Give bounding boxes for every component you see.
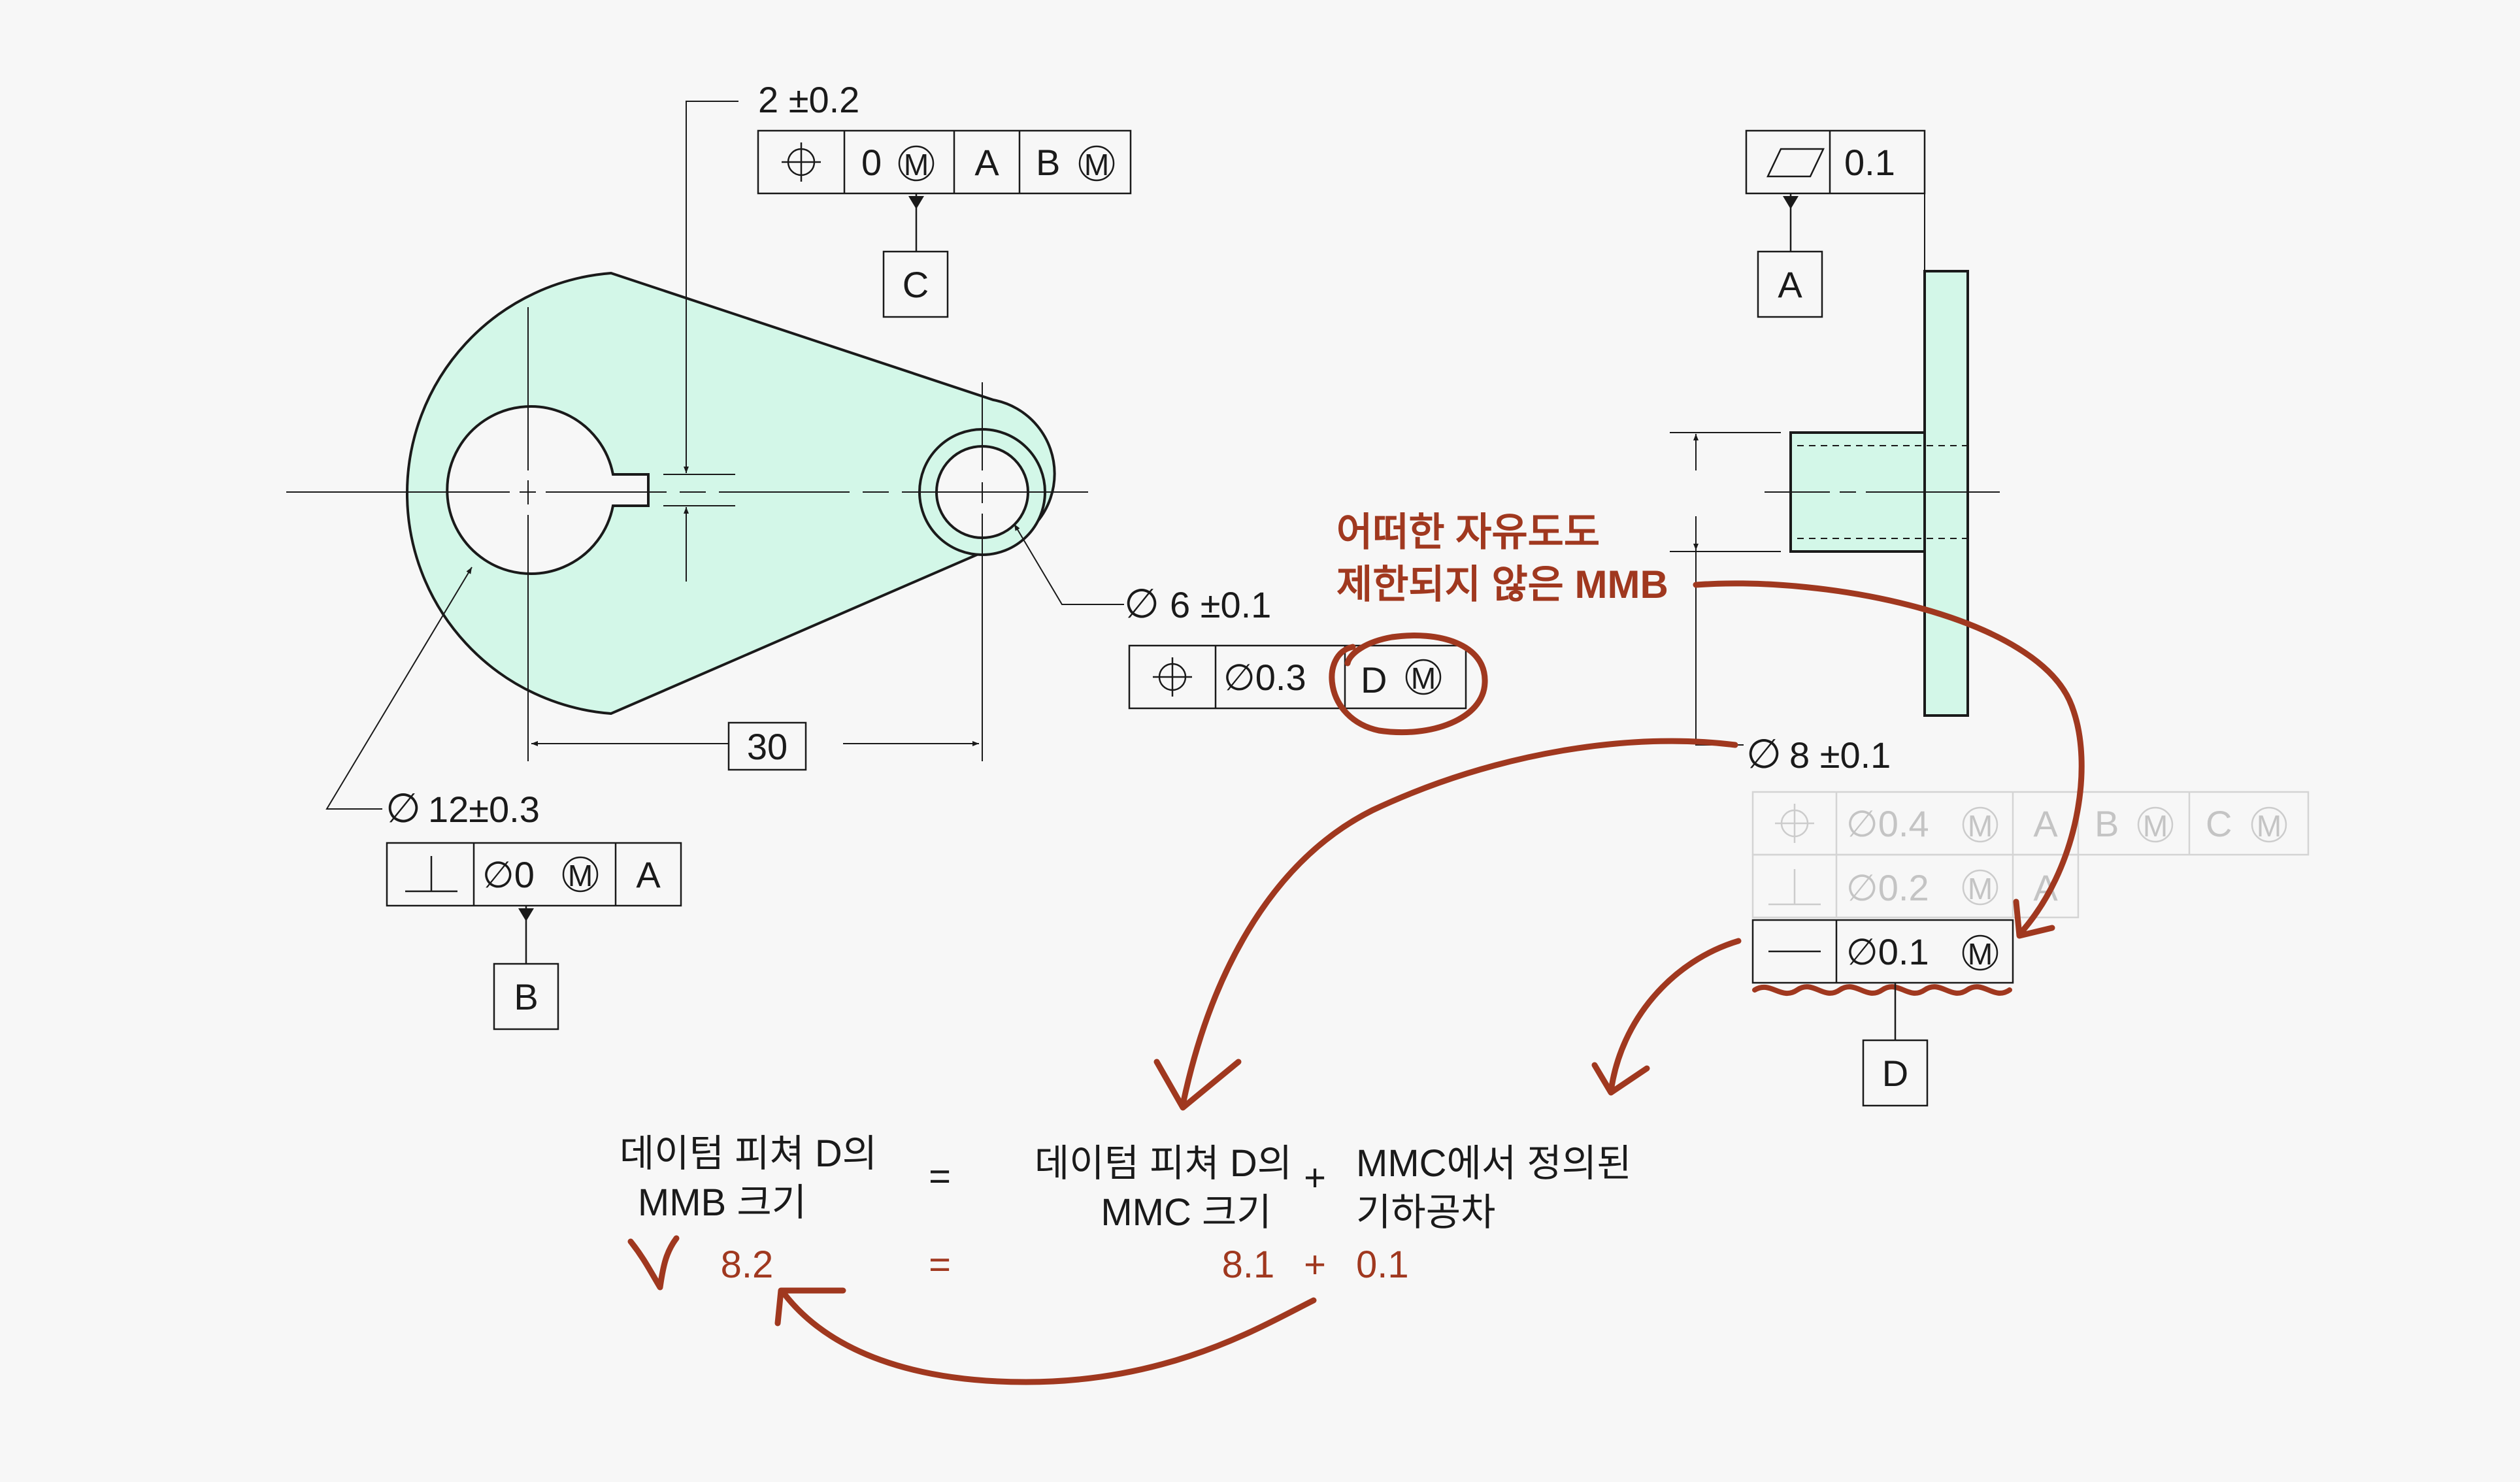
formula-lhs-line1: 데이텀 피쳐 D의 [620,1132,877,1175]
formula-rhs-value: 0.1 [1356,1243,1409,1286]
right-part: 0.1 A 어떠한 자유도도 제한되지 않은 MMB ∅ 8 ±0.1 [1336,129,2310,1107]
left-part: 2 ±0.2 0 M A B M [286,79,1488,1030]
formula-mid-line2: MMC 크기 [1101,1191,1271,1234]
mmc-circle [562,856,599,893]
formula-eq: = [929,1155,951,1198]
perpendicularity-icon [405,856,457,893]
faint-fcf2-tol: ∅0.2 [1846,867,1929,908]
datum-a-label: A [1778,264,1802,305]
small-hole-fcf-mod: M [1411,661,1436,695]
callout-line2: 제한되지 않은 MMB [1336,563,1668,606]
formula-mid-line1: 데이텀 피쳐 D의 [1035,1142,1292,1185]
faint-fcf1-tol: ∅0.4 [1846,803,1929,844]
link-plate-body [405,271,1056,716]
straightness-fcf: ∅0.1 M [1751,919,2014,984]
straight-fcf-mod: M [1968,937,1993,971]
mmc-circle [1405,659,1442,695]
keyway-fcf-datum1: A [974,142,999,183]
bore-leader [325,567,472,810]
flatness-fcf-tol: 0.1 [1844,142,1895,183]
keyway-fcf-datum2: B [1036,142,1060,183]
span-dim-text: 30 [747,726,788,767]
position-icon [782,142,821,182]
bore-dim-text: 12±0.3 [428,789,540,830]
span-dim-box [727,721,807,771]
centerlines [286,307,1088,761]
keyway-fcf-mod: M [904,148,929,182]
hand-arrow-dim-to-formula [1180,738,1738,1108]
keyway-dim-text: 2 ±0.2 [758,79,859,120]
faint-fcf1-mod: M [1968,809,1993,843]
faint-fcf1-d1: A [2033,803,2058,844]
formula-plus2: + [1304,1243,1326,1286]
faint-fcf1-d2: B [2095,803,2119,844]
small-hole-dim-text: 6 ±0.1 [1170,584,1271,625]
position-icon [1775,804,1814,843]
small-hole-fcf-tol: ∅0.3 [1223,657,1306,698]
small-hole-fcf-datum: D [1361,659,1387,700]
formula-lhs-value: 8.2 [721,1243,774,1286]
hand-arrow-bottom-return [781,1291,1317,1385]
mmc-circle [1078,145,1115,182]
boss-dim-prefix: ∅ [1746,732,1782,777]
bore-dim-prefix: ∅ [386,786,421,831]
flatness-icon [1766,148,1825,178]
bore-with-keyway [446,405,650,575]
keyway-fcf: 0 M A B M [757,129,1132,195]
hand-arrow-callout-to-fcf [1693,580,2085,938]
datum-b-feature: B [493,906,559,1030]
flatness-fcf: 0.1 [1745,129,1926,195]
datum-b-label: B [514,976,538,1017]
mmc-circle [898,145,935,182]
faint-fcf2-mod: M [1968,872,1993,906]
mmc-circle [1962,934,1998,971]
faint-fcf1-d2-mod: M [2143,809,2168,843]
boss-dimension-lines [1670,432,1781,746]
perpendicularity-icon [1768,869,1821,906]
datum-d-label: D [1882,1053,1908,1094]
small-hole-leader [1014,523,1124,605]
datum-c-label: C [903,264,929,305]
wavy-underline [1752,984,2012,996]
bore-fcf-tol: ∅0 [482,854,535,895]
small-hole-dim-prefix: ∅ [1124,582,1159,627]
position-icon [1153,657,1192,697]
mmc-circle [2251,806,2287,843]
faint-fcf-2: ∅0.2 M A [1751,853,2080,919]
mmc-circle [1962,869,1998,906]
datum-c-feature: C [882,193,949,318]
keyway-fcf-tol: 0 [861,142,882,183]
bore-fcf: ∅0 M A [386,842,682,907]
datum-d-feature: D [1862,983,1929,1107]
formula-rhs-line2: 기하공차 [1356,1191,1495,1234]
hand-circle-annotation [1329,633,1488,736]
faint-fcf1-d3-mod: M [2257,809,2281,843]
hand-arrows [627,580,2085,1385]
mmc-circle [2137,806,2174,843]
formula-plus: + [1304,1157,1326,1199]
faint-fcf1-d3: C [2206,803,2232,844]
hand-arrow-fcf-to-formula [1608,938,1742,1095]
formula-lhs-line2: MMB 크기 [638,1181,806,1224]
faint-fcf-1: ∅0.4 M A B M C M [1751,791,2310,856]
bore-fcf-datum: A [636,854,661,895]
mmc-circle [1962,806,1998,843]
datum-a-feature: A [1757,193,1823,318]
small-hole-fcf: ∅0.3 D M [1128,644,1467,710]
callout-line1: 어떠한 자유도도 [1336,510,1600,554]
boss-dim-text: 8 ±0.1 [1789,734,1891,776]
formula-rhs-line1: MMC에서 정의된 [1356,1142,1631,1185]
keyway-dimension-lines [663,101,738,582]
formula: 데이텀 피쳐 D의 MMB 크기 = 데이텀 피쳐 D의 MMC 크기 + MM… [620,1132,1632,1286]
hidden-lines [1797,445,1968,539]
flange-plate [1923,270,1969,717]
formula-eq2: = [929,1243,951,1286]
keyway-fcf-datum2-mod: M [1084,148,1109,182]
formula-mid-value: 8.1 [1222,1243,1275,1286]
bore-fcf-mod: M [568,859,593,893]
hand-checkmark [627,1235,680,1291]
straight-fcf-tol: ∅0.1 [1846,931,1929,972]
